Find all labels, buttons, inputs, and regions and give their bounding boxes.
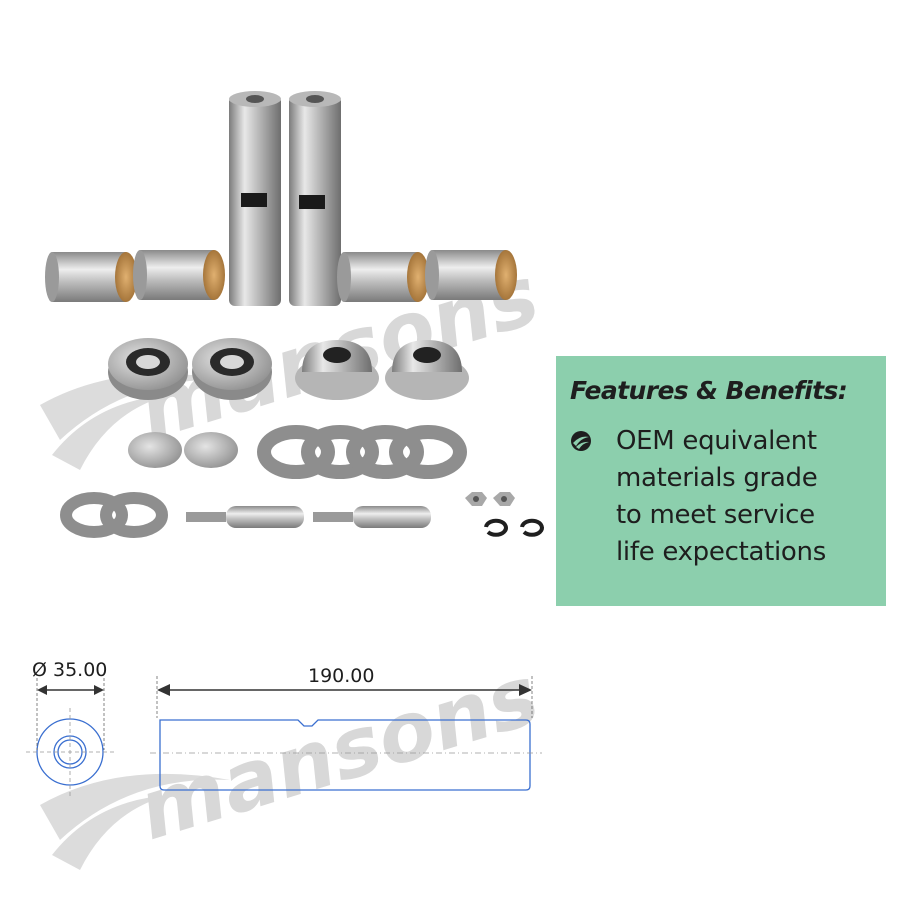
bushing-1 [45,252,137,302]
features-title: Features & Benefits: [570,376,848,405]
bushing-3 [337,252,429,302]
king-pin-right [289,91,341,306]
draw-key-2 [313,506,431,528]
thrust-bearing-2 [192,338,272,400]
cover-disc-1 [128,432,182,468]
length-label: 190.00 [308,665,374,687]
feature-item: OEM equivalent materials grade to meet s… [570,423,874,571]
draw-key-1 [186,506,304,528]
length-dimension [157,684,532,696]
cover-disc-2 [184,432,238,468]
technical-drawing: Ø 35.00 190.00 [26,659,542,796]
shim-set [257,425,467,479]
nuts [465,492,515,506]
washer-set [60,492,168,538]
leaf-swoosh-icon [571,431,591,451]
dust-cap-2 [385,340,469,400]
dust-cap-1 [295,340,379,400]
features-panel: Features & Benefits: OEM equivalent mate… [556,356,886,606]
bushing-2 [133,250,225,300]
thrust-bearing-1 [108,338,188,400]
diameter-dimension [37,685,104,695]
bushing-4 [425,250,517,300]
lock-clips [484,518,544,537]
king-pin-left [229,91,281,306]
side-view [159,719,531,791]
feature-text: OEM equivalent materials grade to meet s… [616,426,826,567]
diameter-label: Ø 35.00 [32,659,107,681]
